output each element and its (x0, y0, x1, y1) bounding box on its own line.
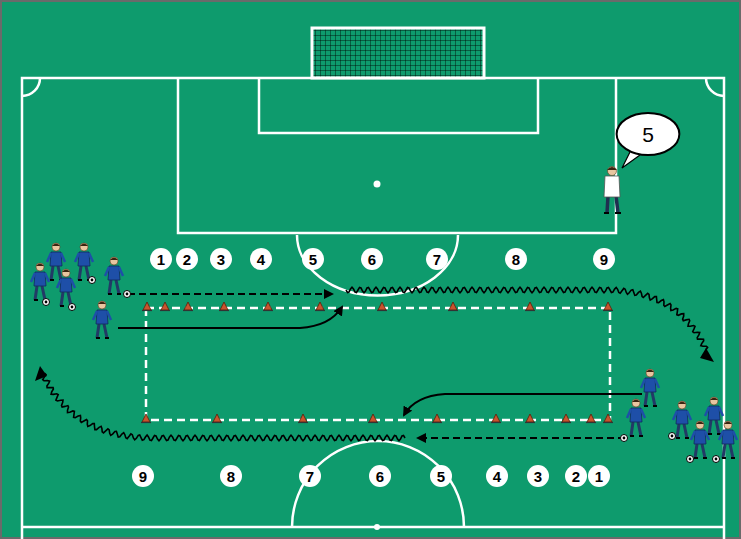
number-marker: 2 (565, 465, 587, 487)
station-number: 5 (309, 252, 317, 267)
station-number: 7 (433, 252, 441, 267)
cone (525, 414, 535, 423)
cone (142, 302, 152, 311)
cone (219, 302, 229, 311)
cone (263, 302, 273, 311)
station-number: 8 (227, 469, 235, 484)
number-marker: 4 (486, 465, 508, 487)
station-number: 3 (534, 469, 542, 484)
number-marker: 9 (132, 465, 154, 487)
station-number: 9 (600, 252, 608, 267)
cone (586, 414, 596, 423)
cone (160, 302, 170, 311)
number-marker: 6 (361, 248, 383, 270)
station-number: 6 (368, 252, 376, 267)
cone (448, 302, 458, 311)
number-marker: 3 (210, 248, 232, 270)
cone (315, 302, 325, 311)
station-number: 4 (257, 252, 265, 267)
number-marker: 5 (430, 465, 452, 487)
station-number: 1 (157, 252, 165, 267)
cone (141, 414, 151, 423)
cone (368, 414, 378, 423)
number-marker: 1 (588, 465, 610, 487)
number-marker: 8 (505, 248, 527, 270)
number-marker: 5 (302, 248, 324, 270)
cone (298, 414, 308, 423)
number-marker: 4 (250, 248, 272, 270)
number-marker: 2 (176, 248, 198, 270)
cone (491, 414, 501, 423)
callout-number: 5 (642, 124, 654, 145)
station-number: 8 (512, 252, 520, 267)
number-marker: 1 (150, 248, 172, 270)
station-number: 7 (306, 469, 314, 484)
cone (525, 302, 535, 311)
cone (212, 414, 222, 423)
number-marker: 3 (527, 465, 549, 487)
cone (432, 414, 442, 423)
cone (561, 414, 571, 423)
station-number: 1 (595, 469, 603, 484)
cone (183, 302, 193, 311)
station-number: 6 (376, 469, 384, 484)
station-number: 9 (139, 469, 147, 484)
number-marker: 7 (426, 248, 448, 270)
number-marker: 7 (299, 465, 321, 487)
station-number: 2 (183, 252, 191, 267)
station-number: 4 (493, 469, 501, 484)
station-number: 5 (437, 469, 445, 484)
speech-bubble: 5 (616, 112, 680, 156)
station-number: 2 (572, 469, 580, 484)
cone (603, 302, 613, 311)
number-marker: 6 (369, 465, 391, 487)
cone (603, 414, 613, 423)
station-number: 3 (217, 252, 225, 267)
cone (377, 302, 387, 311)
number-marker: 8 (220, 465, 242, 487)
number-marker: 9 (593, 248, 615, 270)
